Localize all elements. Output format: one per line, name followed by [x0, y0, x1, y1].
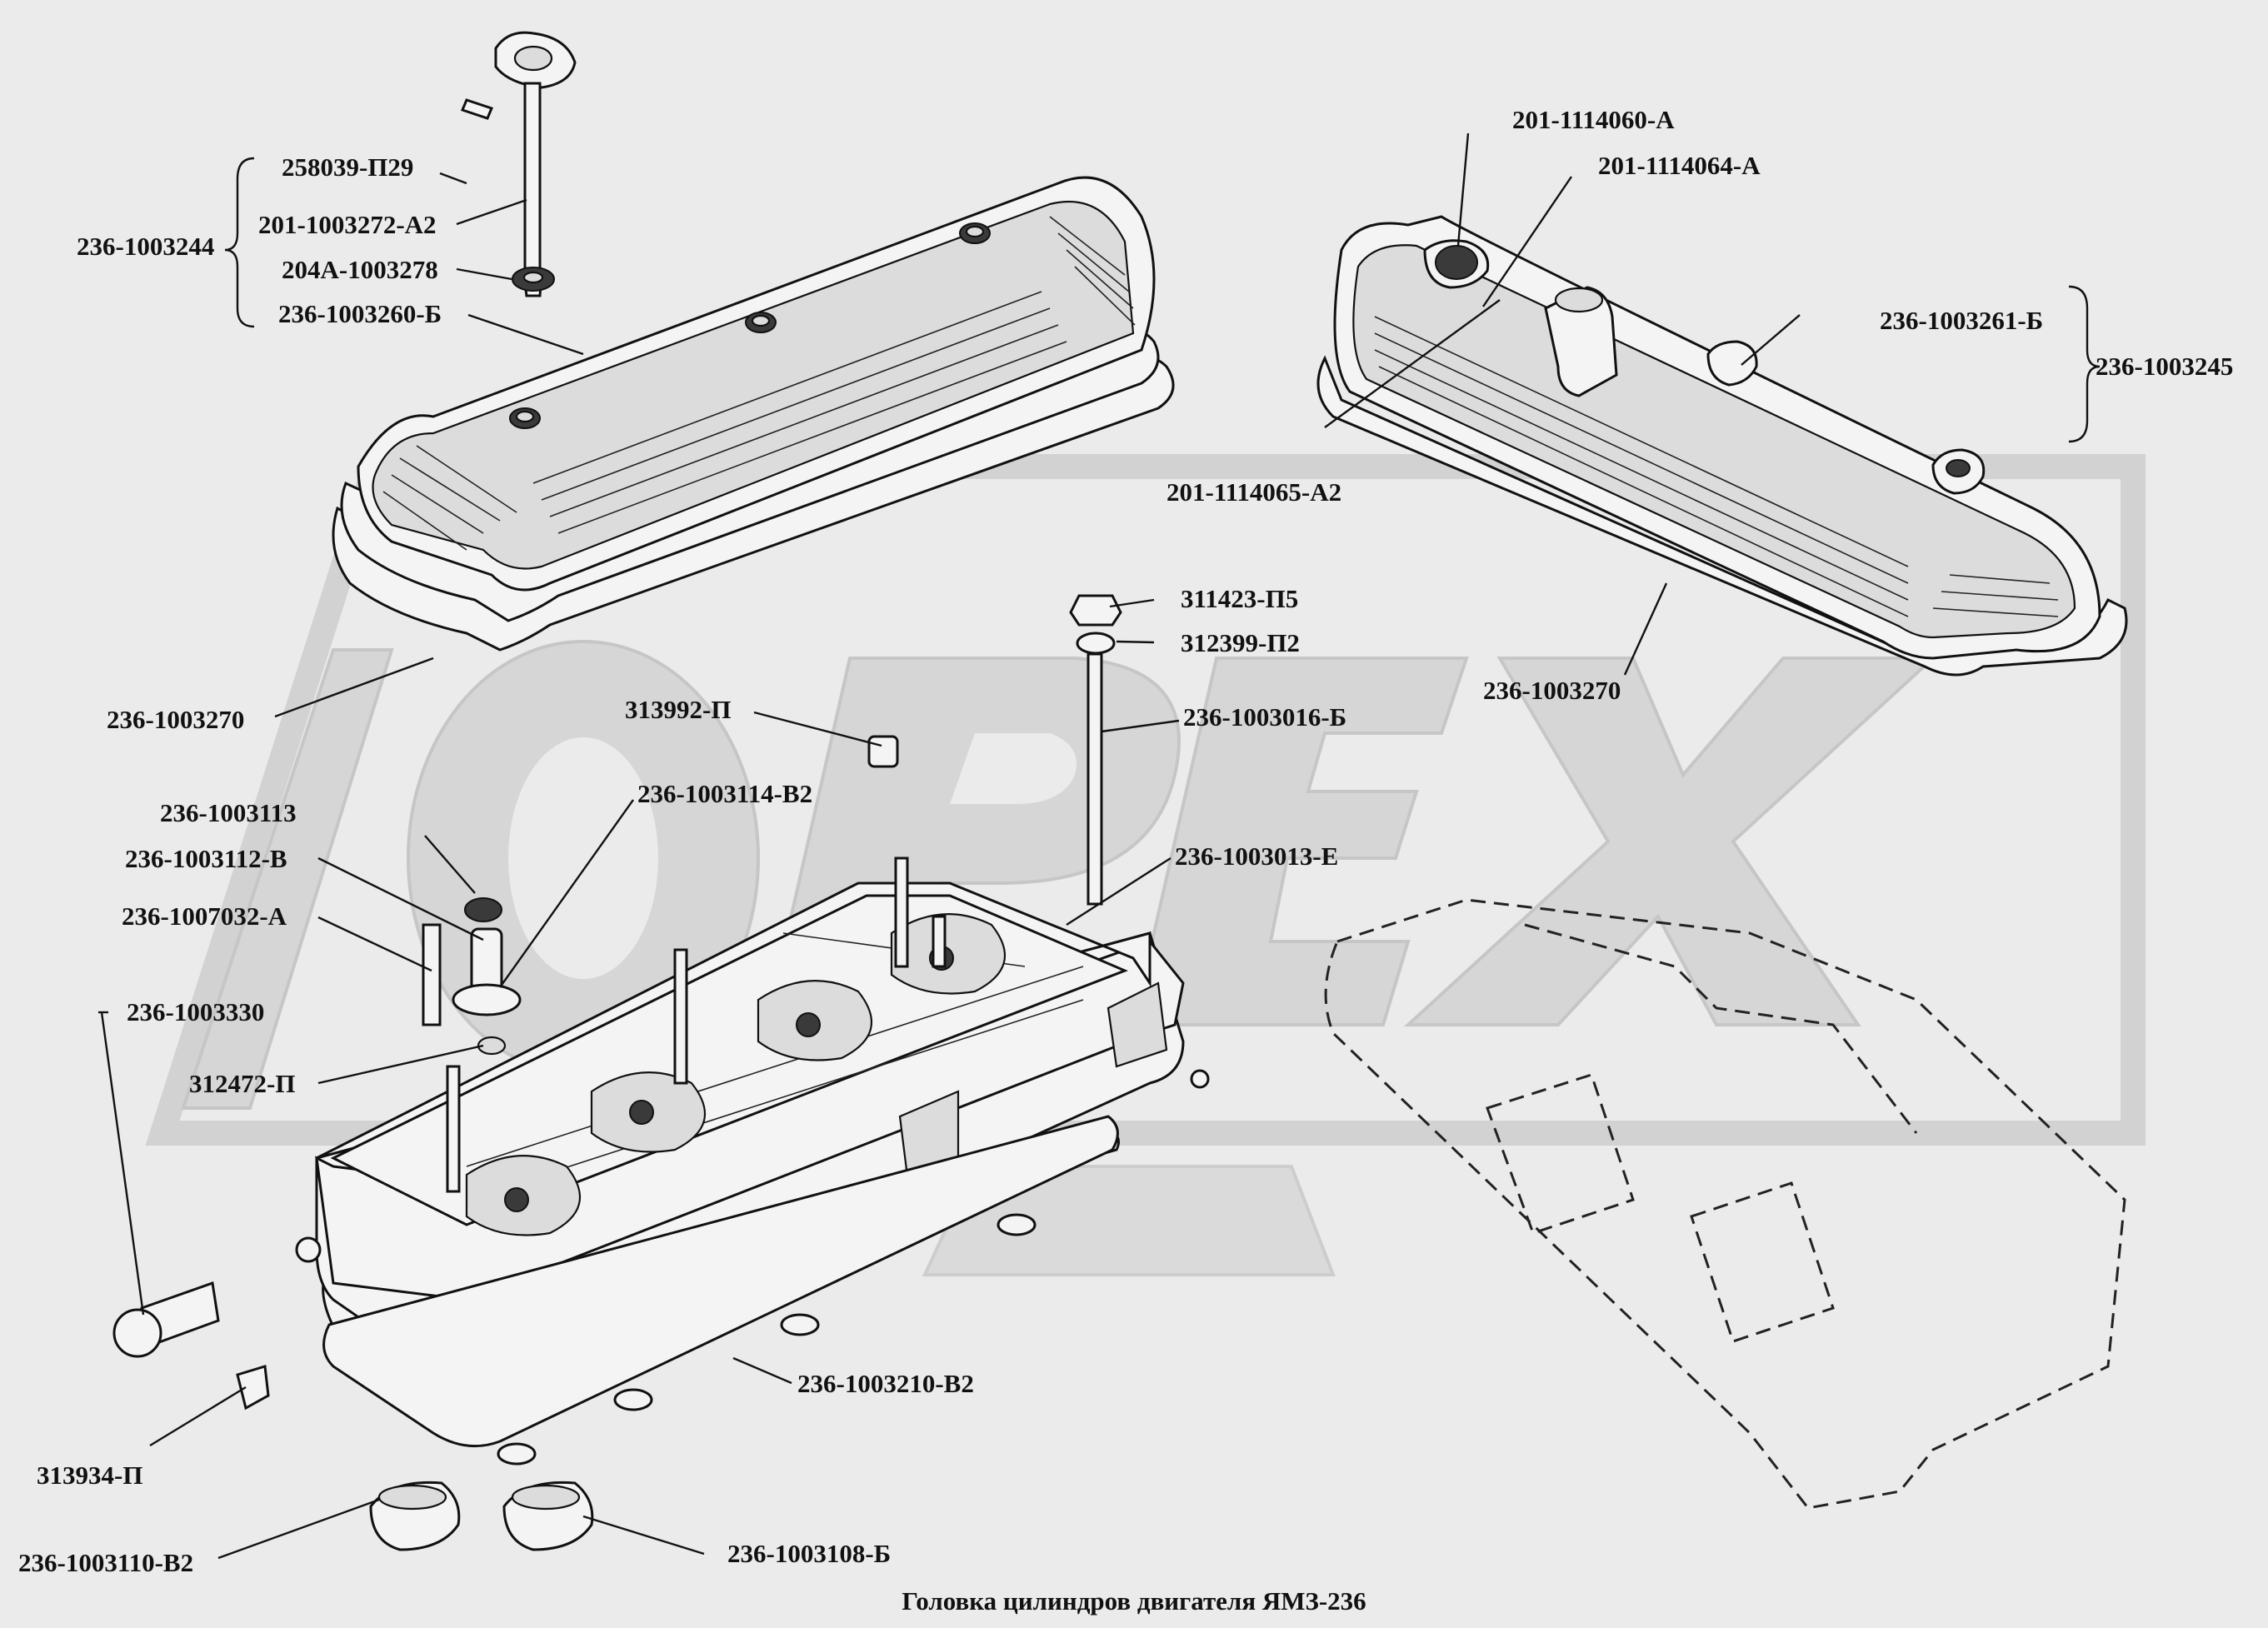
- callout-236-1003245: 236-1003245: [2096, 352, 2233, 381]
- diagram-caption: Головка цилиндров двигателя ЯМЗ-236: [902, 1586, 1366, 1616]
- loose-parts: [112, 594, 1122, 1551]
- callout-311423-p5: 311423-П5: [1181, 584, 1298, 613]
- callout-236-1003112-v: 236-1003112-В: [125, 844, 287, 873]
- callout-201-1114064-a: 201-1114064-А: [1598, 151, 1761, 180]
- callout-236-1003270-left: 236-1003270: [107, 705, 244, 734]
- callout-312399-p2: 312399-П2: [1181, 628, 1300, 657]
- dashed-block-outline: [1324, 898, 2126, 1510]
- breather-cap: [460, 31, 577, 297]
- callout-236-1003108-b: 236-1003108-Б: [727, 1539, 891, 1568]
- left-valve-cover: [332, 176, 1175, 652]
- callout-labels: 258039-П29 201-1003272-А2 236-1003244 20…: [18, 105, 2233, 1577]
- callout-312472-p: 312472-П: [189, 1069, 295, 1098]
- head-gasket: [322, 1115, 1119, 1466]
- callout-236-1003270-right: 236-1003270: [1483, 676, 1621, 705]
- callout-236-1003210-v2: 236-1003210-В2: [797, 1369, 974, 1398]
- callout-236-1003260-b: 236-1003260-Б: [278, 299, 442, 328]
- callout-258039-p29: 258039-П29: [282, 152, 413, 182]
- callout-201-1114060-a: 201-1114060-А: [1512, 105, 1675, 134]
- callout-201-1114065-a2: 201-1114065-А2: [1166, 477, 1341, 507]
- callout-204a-1003278: 204А-1003278: [282, 255, 438, 284]
- callout-236-1003114-v2: 236-1003114-В2: [637, 779, 812, 808]
- callout-313992-p: 313992-П: [625, 695, 731, 724]
- callout-236-1003261-b: 236-1003261-Б: [1880, 306, 2043, 335]
- callout-201-1003272-a2: 201-1003272-А2: [258, 210, 437, 239]
- callout-236-1003244: 236-1003244: [77, 232, 214, 261]
- callout-236-1003330: 236-1003330: [127, 997, 264, 1026]
- callout-236-1003016-b: 236-1003016-Б: [1183, 702, 1346, 732]
- callout-236-1003110-v2: 236-1003110-В2: [18, 1548, 193, 1577]
- leader-lines: [98, 132, 2101, 1560]
- right-valve-cover: [1316, 215, 2128, 677]
- callout-236-1007032-a: 236-1007032-А: [122, 901, 287, 931]
- callout-236-1003113: 236-1003113: [160, 798, 297, 827]
- callout-236-1003013-e: 236-1003013-Е: [1175, 841, 1338, 871]
- callout-313934-p: 313934-П: [37, 1461, 142, 1490]
